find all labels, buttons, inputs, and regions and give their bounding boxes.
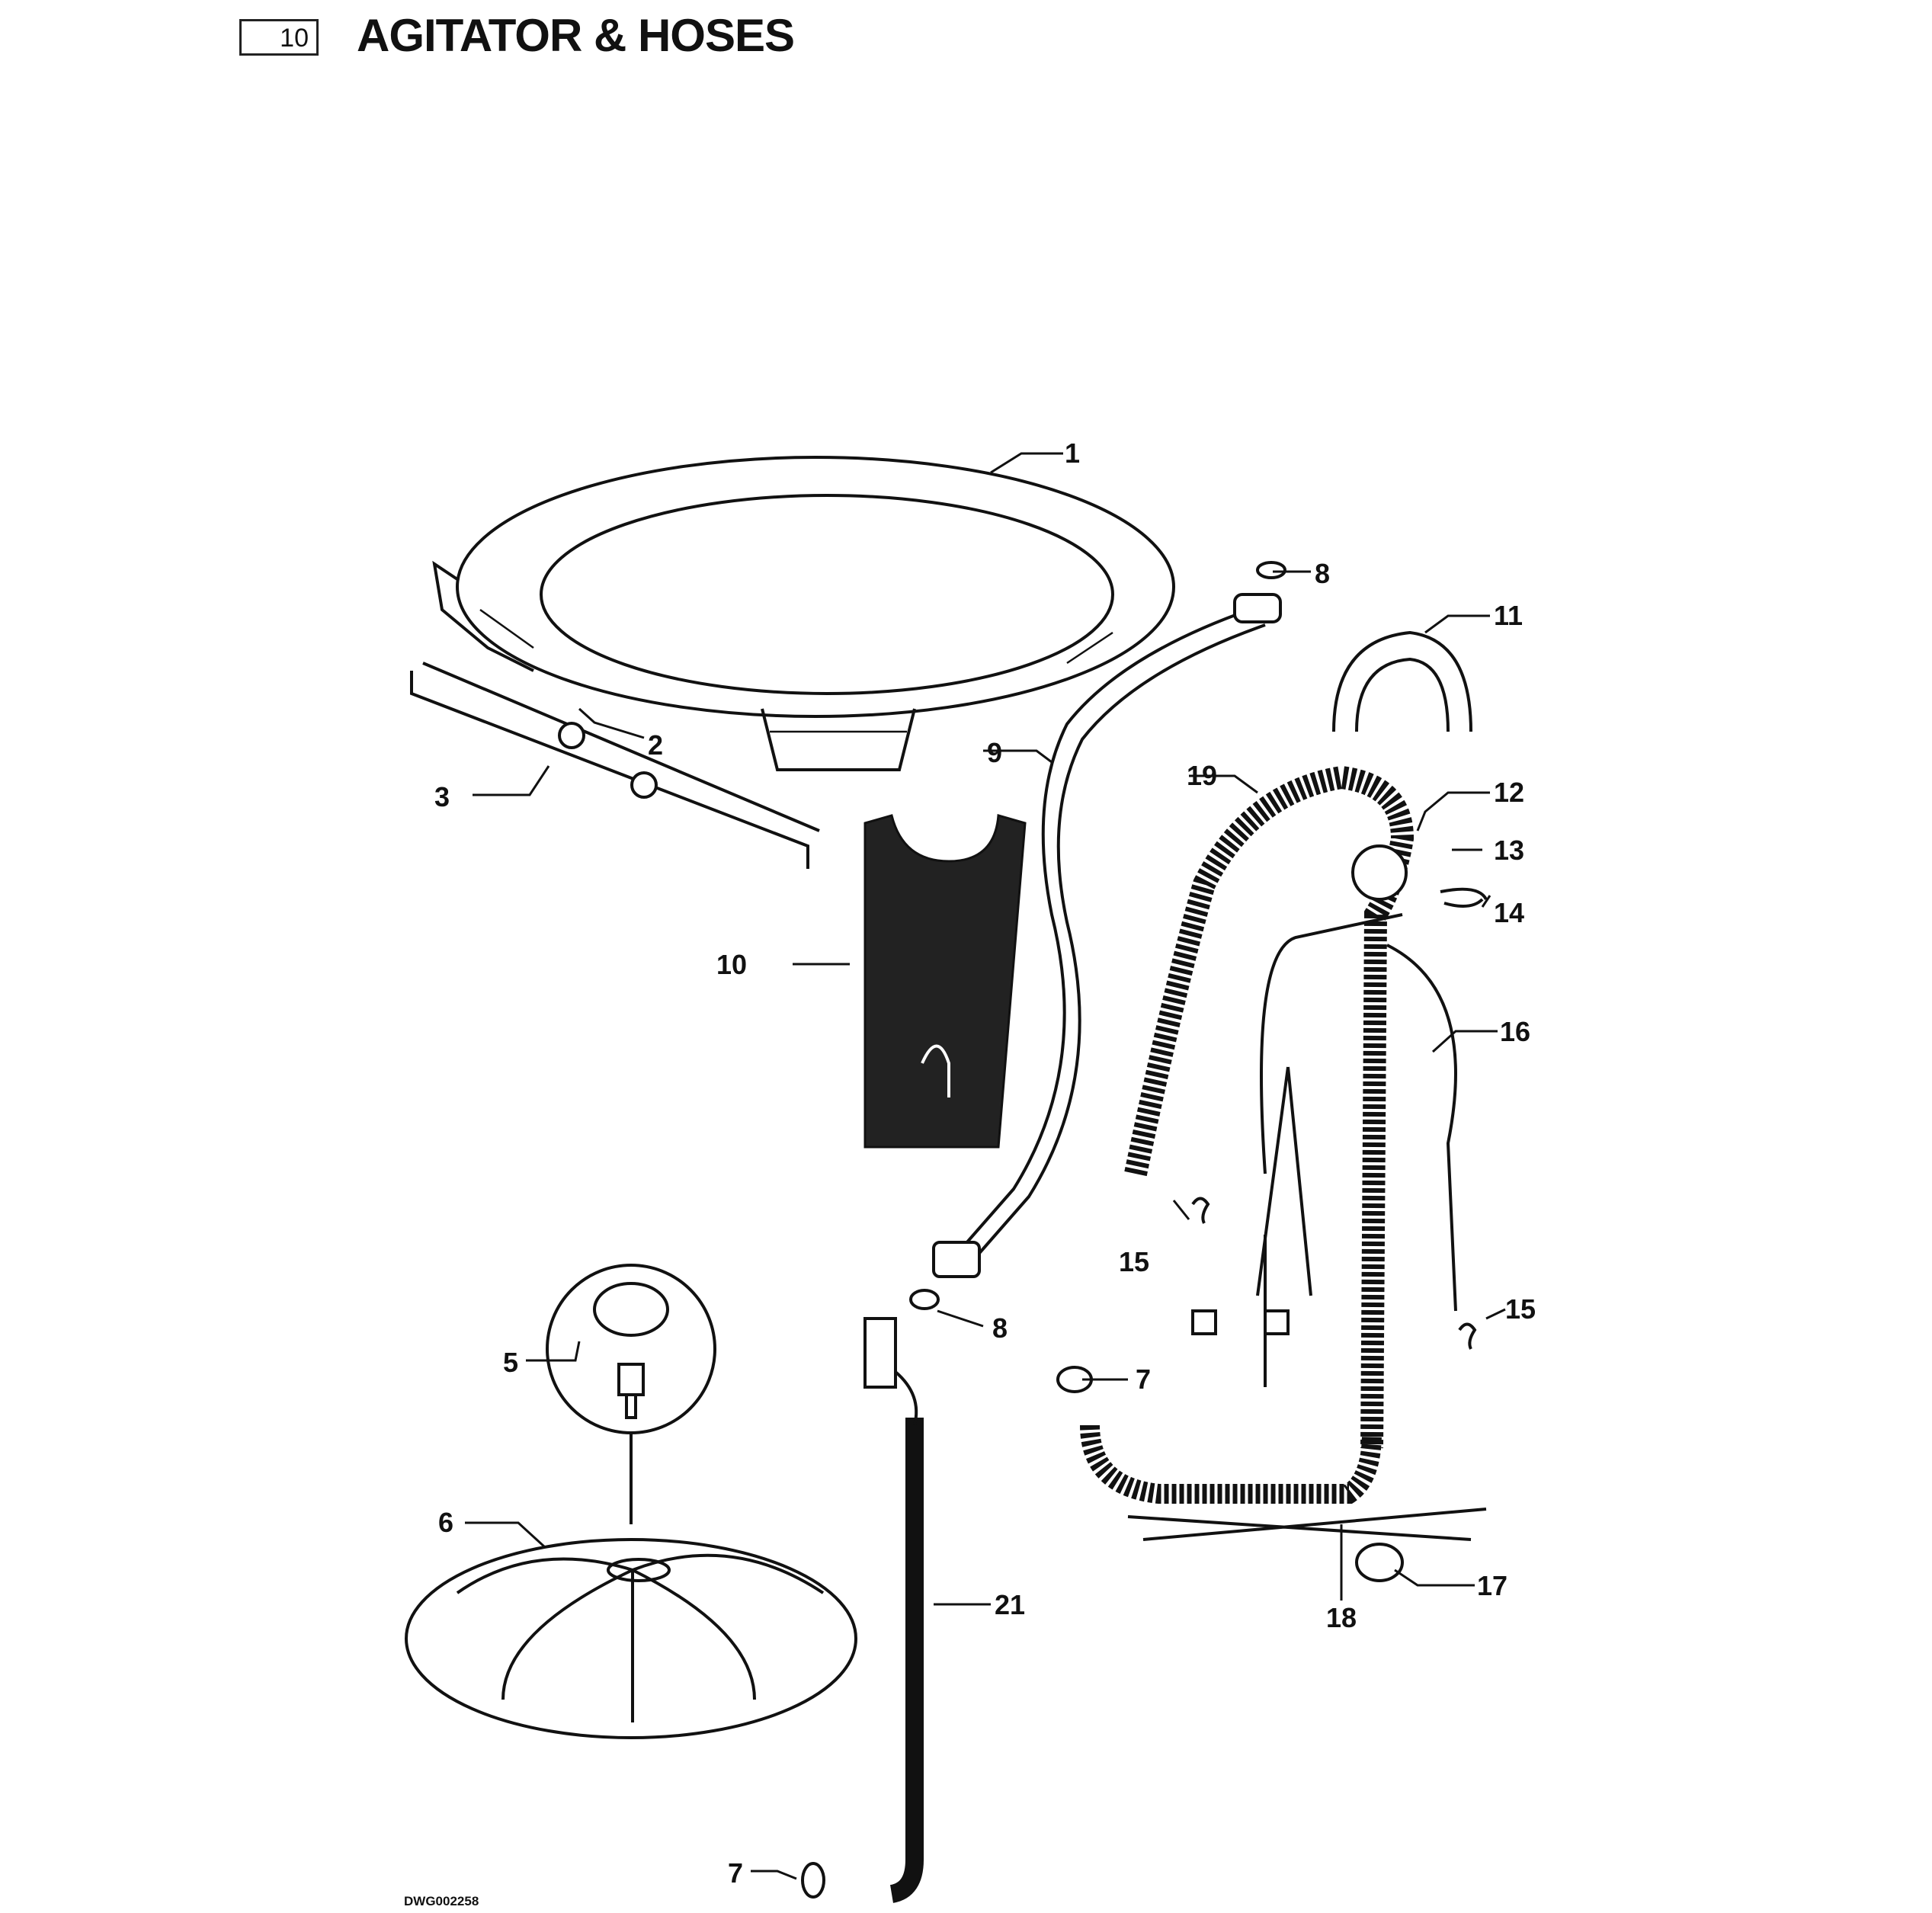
page-number-box: 10 <box>239 19 319 56</box>
callout-11: 11 <box>1494 600 1523 631</box>
callout-19: 19 <box>1187 760 1217 791</box>
callout-13: 13 <box>1494 835 1524 866</box>
callout-3: 3 <box>434 781 450 812</box>
callout-1: 1 <box>1065 437 1080 469</box>
leader-lines <box>465 452 1506 1880</box>
part-impeller <box>405 1538 857 1739</box>
callout-15-left: 15 <box>1119 1246 1149 1277</box>
part-bar-assembly <box>410 662 820 869</box>
callout-9: 9 <box>987 737 1002 768</box>
drawing-id: DWG002258 <box>404 1894 479 1908</box>
part-clip-15b <box>1458 1322 1477 1350</box>
callout-18: 18 <box>1326 1602 1357 1633</box>
callout-7-lower: 7 <box>728 1857 743 1889</box>
part-washer-top <box>1256 561 1286 579</box>
callout-6: 6 <box>438 1507 453 1538</box>
callout-17: 17 <box>1477 1570 1507 1601</box>
part-clamp-lower <box>801 1862 825 1899</box>
part-agitator-bolt-cap <box>546 1264 716 1524</box>
part-drain-hose-harness <box>1080 765 1487 1582</box>
part-air-tube <box>863 1317 924 1903</box>
callout-14: 14 <box>1494 897 1524 928</box>
callout-2: 2 <box>648 729 663 761</box>
callout-8-lower: 8 <box>992 1312 1008 1344</box>
callout-10: 10 <box>716 949 747 980</box>
callout-7-upper: 7 <box>1136 1363 1151 1395</box>
part-clip-15a <box>1191 1197 1210 1224</box>
part-tool-card <box>863 814 1027 1149</box>
callout-15-right: 15 <box>1505 1293 1536 1325</box>
callout-5: 5 <box>503 1347 518 1378</box>
callout-12: 12 <box>1494 777 1524 808</box>
callout-21: 21 <box>995 1589 1025 1620</box>
part-hose-guide <box>1332 630 1472 732</box>
callout-16: 16 <box>1500 1016 1530 1047</box>
part-inlet-hose <box>932 593 1282 1278</box>
part-tub-ring <box>432 456 1175 771</box>
part-washer-bottom <box>909 1289 940 1310</box>
page-title: AGITATOR & HOSES <box>357 10 795 61</box>
part-clip-14 <box>1440 887 1488 908</box>
callout-8-upper: 8 <box>1315 558 1330 589</box>
